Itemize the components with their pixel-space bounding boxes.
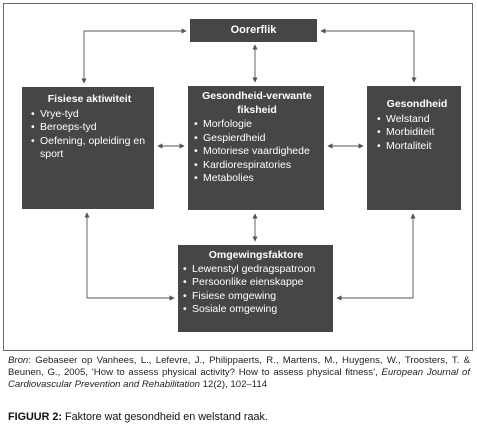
node-title: Gesondheid <box>386 98 448 110</box>
caption-text: Faktore wat gesondheid en welstand raak. <box>62 411 268 423</box>
node-item-list: Vrye-tyd Beroeps-tyd Oefening, opleiding… <box>31 108 148 162</box>
node-fisiese-aktiwiteit: Fisiese aktiwiteit Vrye-tyd Beroeps-tyd … <box>22 87 154 209</box>
edge-top-left <box>81 28 187 84</box>
node-item: Vrye-tyd <box>31 108 148 122</box>
node-oorerflik: Oorerflik <box>190 19 317 42</box>
node-item-list: Morfologie Gespierdheid Motoriese vaardi… <box>194 118 320 186</box>
node-item-list: Lewenstyl gedragspatroon Persoonlike eie… <box>183 263 329 317</box>
node-item: Welstand <box>377 113 457 127</box>
edge-top-right <box>320 28 417 83</box>
edge-left-bottom <box>84 212 175 301</box>
node-item: Mortaliteit <box>377 140 457 154</box>
node-title: Omgewingsfaktore <box>208 249 304 261</box>
node-title: Oorerflik <box>230 24 277 36</box>
node-title: Fisiese aktiwiteit <box>47 93 132 105</box>
node-omgewingsfaktore: Omgewingsfaktore Lewenstyl gedragspatroo… <box>178 245 333 332</box>
node-item-list: Welstand Morbiditeit Mortaliteit <box>377 113 457 154</box>
source-label: Bron <box>8 355 29 366</box>
node-item: Morbiditeit <box>377 126 457 140</box>
source-text: : Gebaseer op Vanhees, L., Lefevre, J., … <box>8 355 470 378</box>
node-item: Oefening, opleiding en sport <box>31 135 148 162</box>
caption-label: FIGUUR 2: <box>8 411 62 423</box>
node-item: Beroeps-tyd <box>31 121 148 135</box>
node-gesondheid: Gesondheid Welstand Morbiditeit Mortalit… <box>367 86 461 210</box>
node-item: Fisiese omgewing <box>183 290 329 304</box>
node-item: Metabolies <box>194 172 320 186</box>
edge-right-bottom <box>336 213 416 301</box>
source-citation: Bron: Gebaseer op Vanhees, L., Lefevre, … <box>8 355 470 391</box>
source-journal: European Journal of Cardiovascular Preve… <box>8 367 470 390</box>
source-pages: 12(2), 102–114 <box>200 379 268 390</box>
node-item: Motoriese vaardighede <box>194 145 320 159</box>
node-item: Sosiale omgewing <box>183 303 329 317</box>
node-item: Lewenstyl gedragspatroon <box>183 263 329 277</box>
node-gesondheid-verwante-fiksheid: Gesondheid-verwante fiksheid Morfologie … <box>188 86 324 210</box>
node-item: Gespierdheid <box>194 132 320 146</box>
node-item: Morfologie <box>194 118 320 132</box>
node-item: Kardiorespiratories <box>194 159 320 173</box>
figure-caption: FIGUUR 2: Faktore wat gesondheid en wels… <box>8 411 470 424</box>
node-item: Persoonlike eienskappe <box>183 276 329 290</box>
node-title: Gesondheid-verwante fiksheid <box>202 90 312 116</box>
